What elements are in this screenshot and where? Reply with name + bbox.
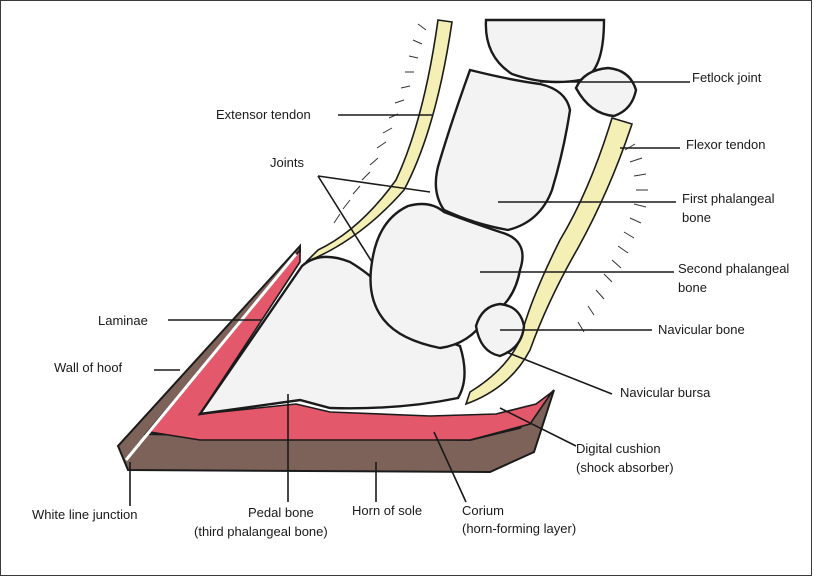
sesamoid-bone: [576, 68, 636, 116]
label-corium-line2: (horn-forming layer): [462, 521, 576, 536]
label-wall-of-hoof: Wall of hoof: [54, 360, 123, 375]
label-second-phalangeal-line1: Second phalangeal: [678, 261, 789, 276]
label-flexor-tendon: Flexor tendon: [686, 137, 766, 152]
label-pedal-bone-line1: Pedal bone: [248, 505, 314, 520]
cannon-bone: [486, 20, 604, 82]
first-phalangeal-bone: [436, 70, 570, 230]
label-navicular-bursa: Navicular bursa: [620, 385, 711, 400]
label-first-phalangeal-line2: bone: [682, 210, 711, 225]
label-laminae: Laminae: [98, 313, 148, 328]
label-extensor-tendon: Extensor tendon: [216, 107, 311, 122]
label-pedal-bone-line2: (third phalangeal bone): [194, 524, 328, 539]
label-white-line-junction: White line junction: [32, 507, 138, 522]
label-digital-cushion-line1: Digital cushion: [576, 441, 661, 456]
label-second-phalangeal-line2: bone: [678, 280, 707, 295]
label-joints: Joints: [270, 155, 304, 170]
label-horn-of-sole: Horn of sole: [352, 503, 422, 518]
label-fetlock-joint: Fetlock joint: [692, 70, 762, 85]
label-corium-line1: Corium: [462, 503, 504, 518]
label-digital-cushion-line2: (shock absorber): [576, 460, 674, 475]
label-navicular-bone: Navicular bone: [658, 322, 745, 337]
label-first-phalangeal-line1: First phalangeal: [682, 191, 775, 206]
